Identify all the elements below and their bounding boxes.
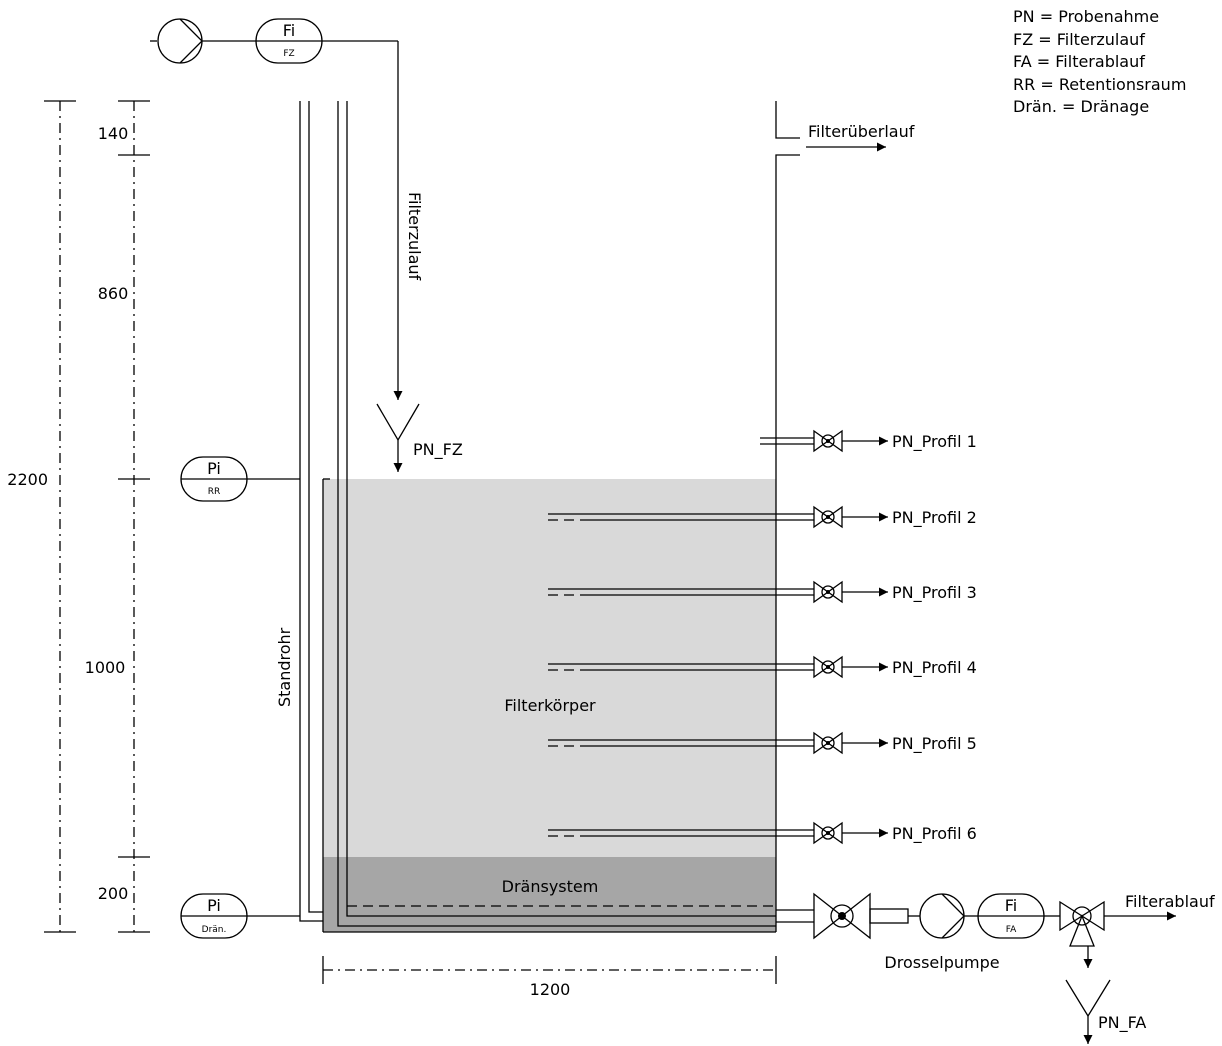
draensystem-label: Dränsystem xyxy=(502,877,599,896)
dim-total-label: 2200 xyxy=(7,470,48,489)
sampling-valve-icon xyxy=(813,429,843,453)
throttle-pump-icon xyxy=(919,893,965,939)
dim-860-label: 860 xyxy=(98,284,129,303)
profile-label: PN_Profil 5 xyxy=(892,734,977,754)
profile-label: PN_Profil 3 xyxy=(892,583,977,603)
legend-item: FZ = Filterzulauf xyxy=(1013,30,1145,49)
outflow-reducer xyxy=(869,908,909,924)
filterkoerper-label: Filterkörper xyxy=(504,696,596,715)
filterablauf-label: Filterablauf xyxy=(1125,892,1215,911)
fi-fz-top: Fi xyxy=(283,21,295,40)
right-wall-lower xyxy=(775,154,800,932)
sampling-valve-icon xyxy=(813,580,843,604)
standpipe-line-2 xyxy=(308,101,323,913)
standpipe-line-3 xyxy=(337,101,776,927)
profile-tap: PN_Profil 4 xyxy=(548,655,977,679)
throttle-pump-triangle xyxy=(941,893,965,939)
sampling-valve-icon xyxy=(813,655,843,679)
pi-draen-instrument xyxy=(180,893,248,939)
dim-width-label: 1200 xyxy=(530,980,571,999)
pi-rr-instrument xyxy=(180,456,248,502)
pn-fz-funnel-icon xyxy=(376,403,420,442)
right-wall-upper xyxy=(775,101,800,139)
inflow-pump-triangle xyxy=(179,18,203,64)
profile-tap: PN_Profil 6 xyxy=(548,821,977,845)
pi-rr-top: Pi xyxy=(207,459,221,478)
profile-tap: PN_Profil 1 xyxy=(760,429,977,453)
dim-140-label: 140 xyxy=(98,124,129,143)
inflow-pump-icon xyxy=(157,18,203,64)
pn-fa-funnel-icon xyxy=(1065,979,1111,1018)
dim-1000-label: 1000 xyxy=(85,658,126,677)
filterueberlauf-label: Filterüberlauf xyxy=(808,122,915,141)
sampling-valve-icon xyxy=(813,505,843,529)
profile-label: PN_Profil 2 xyxy=(892,508,977,528)
profile-tap: PN_Profil 5 xyxy=(548,731,977,755)
legend: PN = Probenahme FZ = Filterzulauf FA = F… xyxy=(1013,7,1186,116)
drain-layer xyxy=(323,857,776,932)
standrohr-label: Standrohr xyxy=(275,627,294,707)
drosselpumpe-label: Drosselpumpe xyxy=(884,953,999,972)
filter-body xyxy=(323,479,776,857)
legend-item: PN = Probenahme xyxy=(1013,7,1159,26)
fi-fa-bottom: FA xyxy=(1006,925,1017,935)
legend-item: FA = Filterablauf xyxy=(1013,52,1145,71)
filterzulauf-label: Filterzulauf xyxy=(405,192,424,281)
fi-fa-top: Fi xyxy=(1005,896,1017,915)
legend-item: RR = Retentionsraum xyxy=(1013,75,1186,94)
pn-fz-label: PN_FZ xyxy=(413,440,463,460)
pi-draen-top: Pi xyxy=(207,896,221,915)
profile-tap: PN_Profil 3 xyxy=(548,580,977,604)
profile-tap: PN_Profil 2 xyxy=(548,505,977,529)
sampling-valve-icon xyxy=(813,821,843,845)
fi-fz-instrument xyxy=(255,18,323,64)
sampling-valve-icon xyxy=(813,731,843,755)
pi-rr-bottom: RR xyxy=(208,487,221,497)
profile-label: PN_Profil 1 xyxy=(892,432,977,452)
pi-draen-bottom: Drän. xyxy=(202,925,227,935)
outflow-valve-icon xyxy=(813,892,871,940)
dim-200-label: 200 xyxy=(98,884,129,903)
legend-item: Drän. = Dränage xyxy=(1013,97,1149,116)
standpipe-line-1 xyxy=(299,101,323,922)
profile-label: PN_Profil 6 xyxy=(892,824,977,844)
sampling-profiles: PN_Profil 1 PN_Profil 2 PN_Profil 3 PN_Prof… xyxy=(548,429,977,845)
standpipe-line-4 xyxy=(346,101,776,917)
pn-fa-label: PN_FA xyxy=(1098,1013,1146,1033)
three-way-valve-icon xyxy=(1059,900,1105,947)
fi-fz-bottom: FZ xyxy=(283,49,294,59)
profile-label: PN_Profil 4 xyxy=(892,658,977,678)
